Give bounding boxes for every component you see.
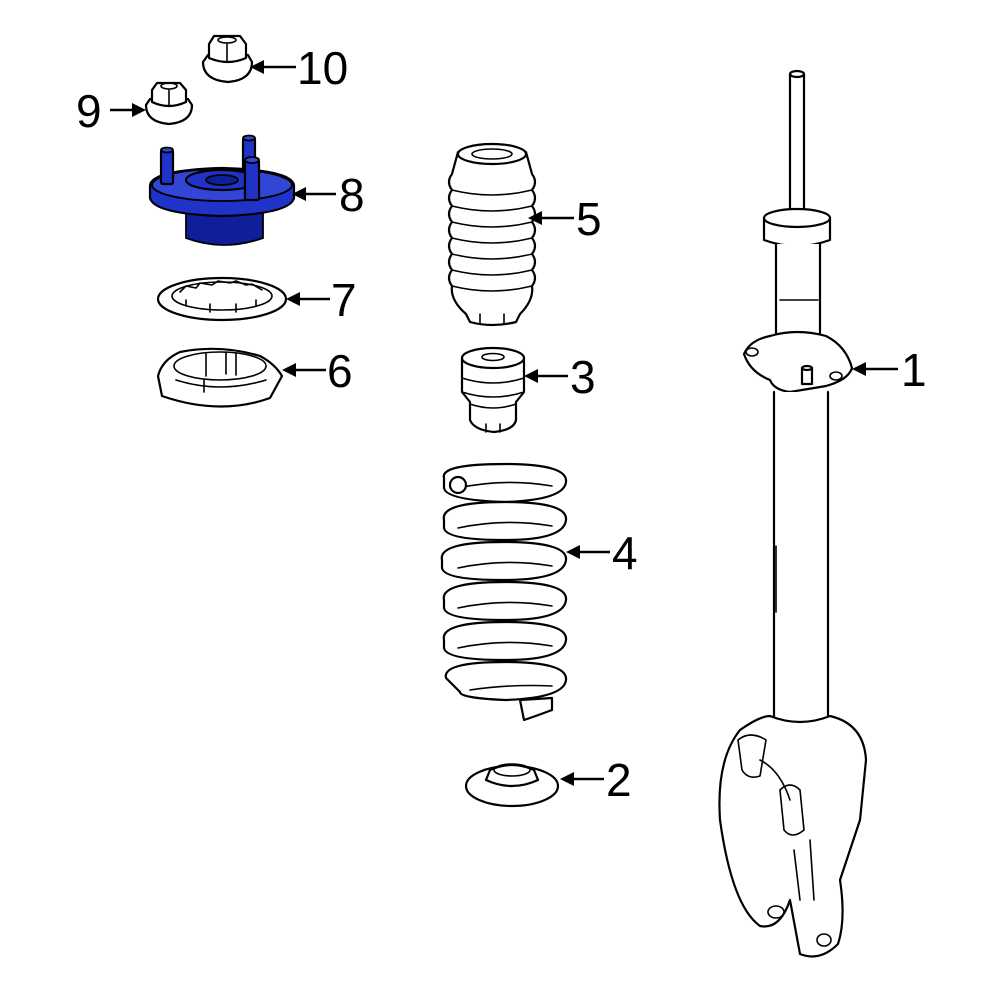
part-4-coil-spring[interactable] (440, 462, 568, 722)
part-3-jounce-bumper[interactable] (460, 346, 526, 434)
callout-3: 3 (524, 351, 596, 403)
part-9-nut[interactable] (144, 81, 194, 126)
part-5-dust-boot[interactable] (447, 142, 537, 327)
part-6-spring-isolator[interactable] (156, 347, 284, 408)
callout-8: 8 (292, 169, 365, 221)
callout-6-label: 6 (327, 345, 353, 397)
callout-5: 5 (528, 193, 602, 245)
part-7-spring-seat-ring[interactable] (156, 276, 288, 322)
callout-9-label: 9 (76, 85, 102, 137)
callout-2-label: 2 (606, 754, 632, 806)
callout-10: 10 (250, 42, 348, 94)
part-10-nut[interactable] (201, 34, 254, 84)
callout-2: 2 (560, 754, 632, 806)
part-8-strut-mount[interactable] (148, 134, 296, 246)
callout-10-label: 10 (297, 42, 348, 94)
callout-7-label: 7 (331, 274, 357, 326)
callout-7: 7 (286, 274, 357, 326)
callout-1: 1 (852, 344, 927, 396)
callout-1-label: 1 (901, 344, 927, 396)
callout-5-label: 5 (576, 193, 602, 245)
callout-9: 9 (76, 85, 146, 137)
callout-6: 6 (282, 345, 353, 397)
callout-4: 4 (566, 527, 638, 579)
part-2-lower-isolator[interactable] (464, 763, 560, 808)
callout-4-label: 4 (612, 527, 638, 579)
part-1-strut-assembly[interactable] (718, 69, 868, 958)
callout-3-label: 3 (570, 351, 596, 403)
callout-8-label: 8 (339, 169, 365, 221)
